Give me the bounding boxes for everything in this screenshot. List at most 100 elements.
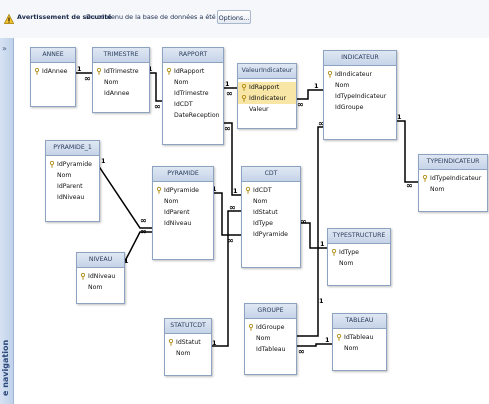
field-row[interactable]: Nom [153, 196, 213, 207]
field-row[interactable]: Nom [165, 348, 211, 359]
field-row[interactable]: IdNiveau [46, 192, 99, 203]
field-row[interactable]: Nom [419, 184, 487, 195]
table-title[interactable]: INDICATEUR [324, 51, 396, 66]
table-title[interactable]: PYRAMIDE [153, 167, 213, 182]
table-title[interactable]: RAPPORT [163, 48, 223, 63]
field-name: Valeur [249, 106, 269, 113]
field-row[interactable]: IdRapport [163, 66, 223, 77]
table-title[interactable]: NIVEAU [77, 253, 124, 268]
link-trimestre-rapport[interactable] [148, 72, 162, 102]
field-row[interactable]: Nom [46, 170, 99, 181]
field-row[interactable]: Nom [245, 333, 296, 344]
cardinality-one-label: 1 [212, 339, 217, 347]
table-annee[interactable]: ANNEE IdAnnee [30, 47, 76, 107]
link-niveau-pyramide[interactable] [122, 231, 152, 266]
link-indicateur-valeurindicateur[interactable] [295, 89, 323, 100]
link-pyramide1-pyramide[interactable] [97, 164, 152, 229]
field-name: IdAnnee [104, 90, 130, 97]
expand-chevron-icon[interactable]: » [2, 44, 7, 53]
key-icon [80, 273, 86, 280]
table-title[interactable]: GROUPE [245, 304, 296, 319]
table-title[interactable]: PYRAMIDE_1 [46, 141, 99, 156]
field-row[interactable]: Nom [324, 80, 396, 91]
link-typeindicateur-indicateur[interactable] [395, 120, 418, 183]
link-pyramide-cdt[interactable] [212, 192, 241, 236]
field-row[interactable]: IdTrimestre [93, 66, 149, 77]
field-row[interactable]: IdAnnee [31, 66, 75, 77]
field-row[interactable]: Nom [242, 196, 300, 207]
field-row[interactable]: IdParent [46, 181, 99, 192]
field-row[interactable]: IdPyramide [153, 185, 213, 196]
field-row[interactable]: IdCDT [163, 99, 223, 110]
field-row[interactable]: IdAnnee [93, 88, 149, 99]
field-row[interactable]: IdTableau [333, 332, 386, 343]
navigation-pane[interactable]: » [0, 38, 14, 404]
key-icon [34, 68, 40, 75]
field-row[interactable]: IdTypeIndicateur [419, 173, 487, 184]
field-row[interactable]: IdIndicateur [238, 93, 296, 104]
key-icon [331, 249, 337, 256]
cardinality-one-label: 1 [124, 257, 129, 265]
field-row[interactable]: IdRapport [238, 82, 296, 93]
table-title[interactable]: CDT [242, 167, 300, 182]
options-button[interactable]: Options... [217, 10, 251, 24]
field-row[interactable]: DateReception [163, 110, 223, 121]
field-row[interactable]: Valeur [238, 104, 296, 115]
key-icon [422, 175, 428, 182]
field-row[interactable]: Nom [333, 343, 386, 354]
table-title[interactable]: ANNEE [31, 48, 75, 63]
field-row[interactable]: Nom [93, 77, 149, 88]
field-row[interactable]: Nom [163, 77, 223, 88]
field-row[interactable]: IdGroupe [324, 102, 396, 113]
link-tableau-groupe[interactable] [295, 343, 332, 347]
field-row[interactable]: IdPyramide [242, 229, 300, 240]
field-row[interactable]: IdTableau [245, 344, 296, 355]
field-name: IdTypeIndicateur [335, 93, 387, 100]
field-row[interactable]: IdTrimestre [163, 88, 223, 99]
table-title[interactable]: TABLEAU [333, 314, 386, 329]
table-title[interactable]: ValeurIndicateur [238, 64, 296, 79]
field-row[interactable]: IdPyramide [46, 159, 99, 170]
field-name: IdTrimestre [104, 68, 139, 75]
field-row[interactable]: Nom [328, 258, 390, 269]
field-row[interactable]: IdStatut [165, 337, 211, 348]
table-title[interactable]: TYPESTRUCTURE [328, 229, 390, 244]
field-row[interactable]: IdCDT [242, 185, 300, 196]
field-row[interactable]: IdNiveau [153, 218, 213, 229]
link-indicateur-groupe[interactable] [295, 126, 323, 337]
link-statutcdt-cdt[interactable] [210, 210, 241, 347]
field-row[interactable]: IdNiveau [77, 271, 124, 282]
link-cdt-rapport[interactable] [222, 122, 241, 196]
field-row[interactable]: IdStatut [242, 207, 300, 218]
field-row[interactable]: IdTypeIndicateur [324, 91, 396, 102]
key-icon [168, 339, 174, 346]
field-row[interactable]: IdGroupe [245, 322, 296, 333]
field-row[interactable]: IdParent [153, 207, 213, 218]
table-title[interactable]: TYPEINDICATEUR [419, 155, 487, 170]
field-row[interactable]: IdIndicateur [324, 69, 396, 80]
field-row[interactable]: IdType [328, 247, 390, 258]
field-name: IdParent [57, 183, 83, 190]
field-row[interactable]: IdType [242, 218, 300, 229]
cardinality-one-label: 1 [325, 336, 330, 344]
table-title[interactable]: STATUTCDT [165, 319, 211, 334]
table-title[interactable]: TRIMESTRE [93, 48, 149, 63]
field-row[interactable]: Nom [77, 282, 124, 293]
field-name: DateReception [174, 112, 220, 119]
